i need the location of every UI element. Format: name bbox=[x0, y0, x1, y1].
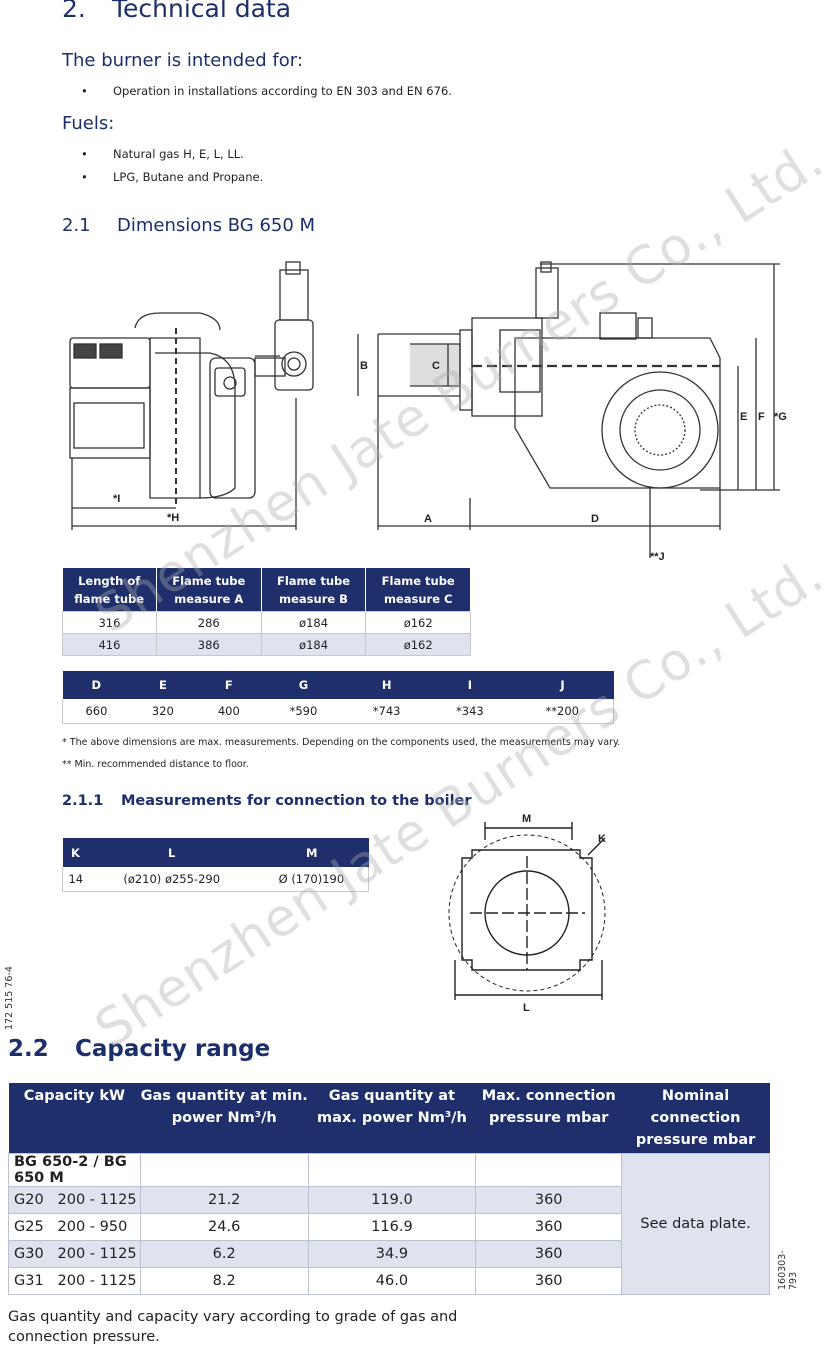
table-cell: 400 bbox=[195, 699, 262, 724]
dim-label-a: A bbox=[424, 513, 432, 525]
table-header: Gas quantity at max. power Nm³/h bbox=[308, 1083, 476, 1154]
dim-label-b: B bbox=[360, 360, 368, 372]
table-header: L bbox=[88, 838, 255, 867]
flame-tube-table: Length of flame tube Flame tube measure … bbox=[62, 568, 471, 656]
table-cell: *743 bbox=[345, 699, 429, 724]
burner-dimension-drawing: *I *H A B C D E F *G **J bbox=[69, 261, 787, 563]
dim-label-i: *I bbox=[113, 493, 120, 505]
table-cell: 660 bbox=[61, 699, 130, 724]
fuel-item: •Natural gas H, E, L, LL. bbox=[81, 147, 244, 161]
table-cell: 386 bbox=[155, 633, 262, 656]
table-cell: ø184 bbox=[260, 633, 367, 656]
nominal-pressure-cell: See data plate. bbox=[621, 1153, 770, 1295]
table-header: M bbox=[254, 838, 369, 867]
table-cell: 320 bbox=[129, 699, 196, 724]
table-cell: 286 bbox=[155, 611, 262, 634]
table-cell: ø162 bbox=[365, 611, 471, 634]
dim-label-e: E bbox=[740, 411, 747, 423]
intended-heading: The burner is intended for: bbox=[62, 50, 303, 71]
table-header: Gas quantity at min. power Nm³/h bbox=[140, 1083, 309, 1154]
table-cell: ø162 bbox=[365, 633, 471, 656]
capacity-table: Capacity kW Gas quantity at min. power N… bbox=[8, 1083, 770, 1295]
table-header: F bbox=[195, 671, 262, 699]
table-header: D bbox=[62, 671, 130, 699]
table-header: H bbox=[345, 671, 429, 699]
fuels-heading: Fuels: bbox=[62, 113, 115, 134]
table-header: Max. connection pressure mbar bbox=[475, 1083, 622, 1154]
table-cell: ø184 bbox=[260, 611, 367, 634]
capacity-footnote: Gas quantity and capacity vary according… bbox=[8, 1309, 458, 1345]
table-header: Flame tube measure A bbox=[156, 568, 262, 612]
table-header: K bbox=[62, 838, 89, 867]
page-title: 2. Technical data bbox=[62, 0, 291, 23]
dimensions-table: D E F G H I J 660 320 400 *590 *743 *343… bbox=[61, 671, 615, 724]
table-header: J bbox=[511, 671, 614, 699]
table-row: 416 386 ø184 ø162 bbox=[62, 633, 471, 656]
table-row: 660 320 400 *590 *743 *343 **200 bbox=[61, 699, 615, 724]
table-row: G31 200 - 1125 8.2 46.0 360 bbox=[8, 1267, 770, 1295]
side-reference-code: 172 515 76-4 bbox=[4, 966, 15, 1030]
dim-label-d: D bbox=[591, 513, 599, 525]
table-row: 14 (ø210) ø255-290 Ø (170)190 bbox=[61, 867, 369, 892]
dim-label-c: C bbox=[432, 360, 440, 372]
table-cell: *343 bbox=[428, 699, 512, 724]
section-title: Technical data bbox=[112, 0, 292, 23]
table-header: Nominal connection pressure mbar bbox=[621, 1083, 770, 1154]
dim-label-g: *G bbox=[774, 411, 787, 423]
dim-label-j: **J bbox=[650, 551, 665, 563]
table-cell: *590 bbox=[261, 699, 346, 724]
table-group-row: BG 650-2 / BG 650 M See data plate. bbox=[8, 1153, 770, 1295]
boiler-connection-table: K L M 14 (ø210) ø255-290 Ø (170)190 bbox=[61, 838, 369, 892]
footnote: ** Min. recommended distance to floor. bbox=[62, 759, 249, 770]
table-cell: Ø (170)190 bbox=[254, 867, 369, 892]
table-row: G20 200 - 1125 21.2 119.0 360 bbox=[8, 1186, 770, 1214]
boiler-flange-drawing: M K L bbox=[448, 813, 606, 1014]
fuel-item: •LPG, Butane and Propane. bbox=[81, 170, 264, 184]
flange-label-l: L bbox=[523, 1002, 530, 1014]
table-cell: **200 bbox=[511, 699, 615, 724]
table-cell: (ø210) ø255-290 bbox=[88, 867, 255, 892]
table-header: G bbox=[261, 671, 346, 699]
section-number: 2. bbox=[62, 0, 86, 23]
table-row: G30 200 - 1125 6.2 34.9 360 bbox=[8, 1240, 770, 1268]
table-cell: 416 bbox=[62, 633, 157, 656]
flange-label-m: M bbox=[522, 813, 531, 825]
dim-label-h: *H bbox=[167, 512, 179, 524]
flange-label-k: K bbox=[598, 833, 606, 845]
intended-item: •Operation in installations according to… bbox=[81, 84, 452, 98]
table-cell: 14 bbox=[61, 867, 89, 892]
dim-label-f: F bbox=[758, 411, 765, 423]
table-group-label: BG 650-2 / BG 650 M bbox=[8, 1153, 141, 1187]
table-header: I bbox=[428, 671, 512, 699]
table-header: E bbox=[129, 671, 196, 699]
footnote: * The above dimensions are max. measurem… bbox=[62, 737, 621, 748]
side-reference-code: 160303-793 bbox=[777, 1250, 799, 1290]
table-header: Flame tube measure C bbox=[365, 568, 471, 612]
table-header: Flame tube measure B bbox=[261, 568, 367, 612]
table-header: Capacity kW bbox=[8, 1083, 141, 1154]
table-header: Length of flame tube bbox=[62, 568, 157, 612]
